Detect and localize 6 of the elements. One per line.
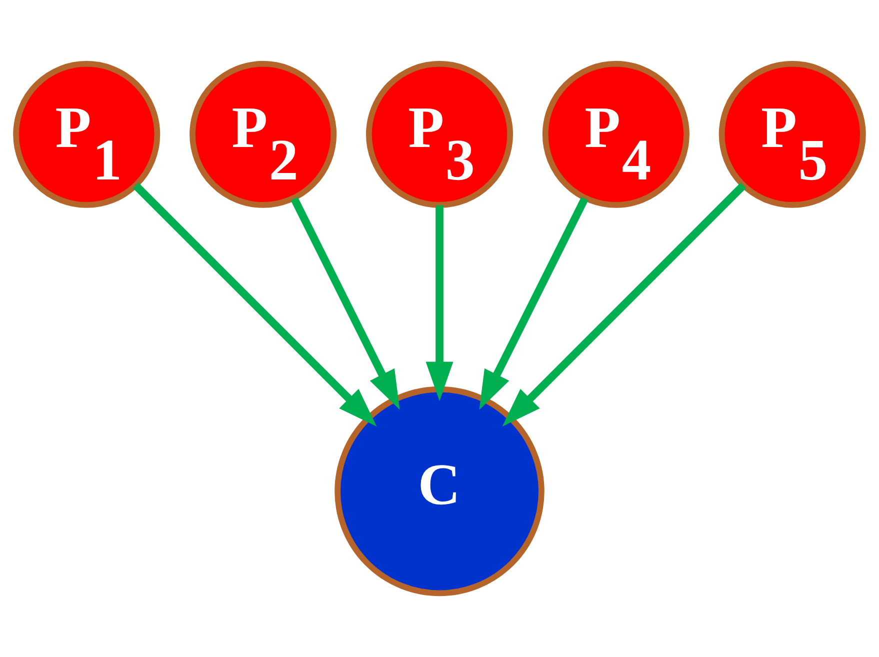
arrow — [132, 182, 377, 426]
node-circle: C — [334, 386, 544, 596]
arrow — [426, 205, 454, 402]
arrow — [479, 196, 588, 410]
arrow — [502, 182, 746, 426]
arrow — [290, 196, 400, 410]
